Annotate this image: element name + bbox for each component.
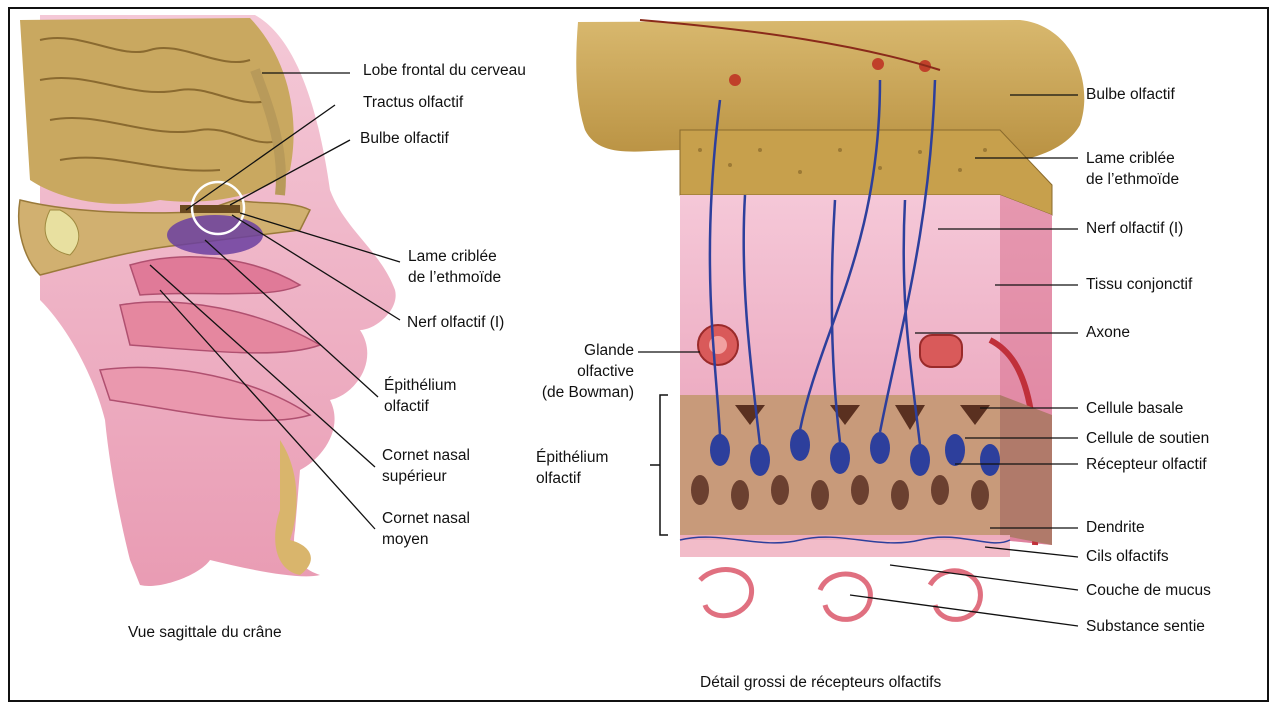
label-lobe-frontal: Lobe frontal du cerveau <box>363 60 526 81</box>
label-cornet-moyen: Cornet nasal moyen <box>382 508 470 550</box>
sagittal-head-illustration <box>19 15 400 586</box>
label-cellule-soutien: Cellule de soutien <box>1086 428 1209 449</box>
label-substance-sentie: Substance sentie <box>1086 616 1205 637</box>
odorant-swirls <box>700 570 980 620</box>
label-tractus-olfactif: Tractus olfactif <box>363 92 463 113</box>
label-couche-mucus: Couche de mucus <box>1086 580 1211 601</box>
caption-right: Détail grossi de récepteurs olfactifs <box>700 674 941 692</box>
label-lame-criblee-left: Lame criblée de l’ethmoïde <box>408 246 501 288</box>
label-bulbe-olfactif-right: Bulbe olfactif <box>1086 84 1175 105</box>
frontal-lobe <box>20 18 294 204</box>
receptor-detail-illustration <box>576 20 1084 626</box>
label-bulbe-olfactif-left: Bulbe olfactif <box>360 128 449 149</box>
label-cils-olfactifs: Cils olfactifs <box>1086 546 1169 567</box>
label-tissu-conjonctif: Tissu conjonctif <box>1086 274 1192 295</box>
epithelium-bracket <box>650 395 668 535</box>
label-axone: Axone <box>1086 322 1130 343</box>
label-epithelium-left: Épithélium olfactif <box>384 375 456 417</box>
label-cellule-basale: Cellule basale <box>1086 398 1183 419</box>
label-recepteur-olfactif: Récepteur olfactif <box>1086 454 1207 475</box>
label-epithelium-right: Épithélium olfactif <box>536 447 608 489</box>
label-nerf-olfactif-right: Nerf olfactif (I) <box>1086 218 1183 239</box>
caption-left: Vue sagittale du crâne <box>128 624 282 642</box>
label-cornet-superieur: Cornet nasal supérieur <box>382 445 470 487</box>
label-lame-criblee-right: Lame criblée de l’ethmoïde <box>1086 148 1179 190</box>
label-nerf-olfactif-left: Nerf olfactif (I) <box>407 312 504 333</box>
label-glande-olfactive: Glande olfactive (de Bowman) <box>520 340 634 403</box>
label-dendrite: Dendrite <box>1086 517 1145 538</box>
